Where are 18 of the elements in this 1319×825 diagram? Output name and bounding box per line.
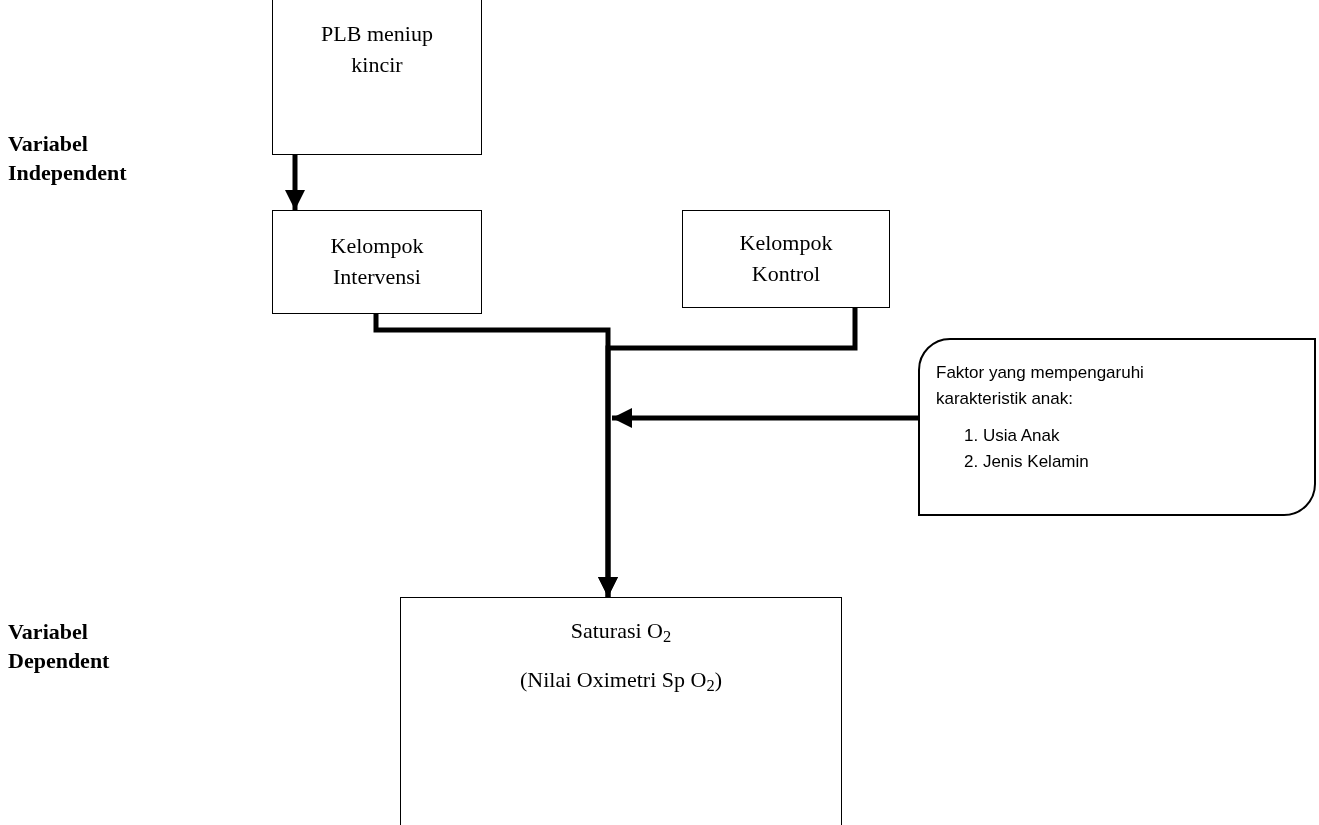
outcome-box [400, 597, 842, 825]
node-text: Kelompok Kontrol [738, 229, 834, 288]
node-text: Kelompok Intervensi [329, 232, 425, 291]
list-item: 1. Usia Anak [963, 425, 1060, 447]
process-box [682, 210, 890, 308]
arrow [285, 155, 305, 210]
factor-box [918, 338, 1316, 516]
arrow [598, 308, 858, 597]
process-box [272, 0, 482, 155]
node-text: (Nilai Oximetri Sp O$_{2}$) [520, 666, 722, 696]
node-text: PLB meniup kincir [320, 20, 434, 79]
arrow [612, 408, 918, 428]
list-item: 2. Jenis Kelamin [963, 450, 1089, 473]
node-text: Faktor yang mempengaruhi karakteristik anak: [936, 362, 1145, 410]
process-box [272, 210, 482, 314]
axis-label: Variabel Dependent [8, 618, 111, 675]
node-text: Saturasi O$_{2}$ [570, 617, 672, 647]
axis-label: Variabel Independent [8, 130, 128, 187]
